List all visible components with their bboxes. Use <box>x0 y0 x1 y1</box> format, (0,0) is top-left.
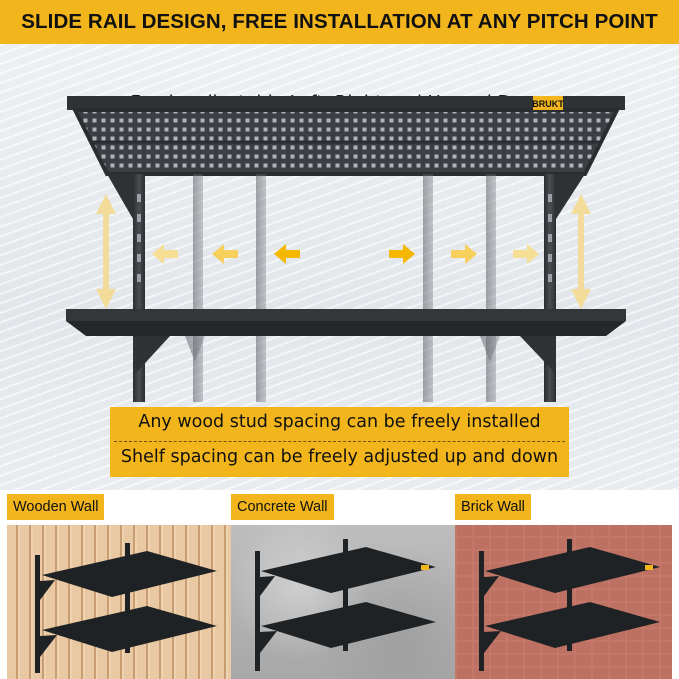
wooden-wall-photo <box>7 525 231 679</box>
panel-wooden-wall: Wooden Wall <box>7 494 231 679</box>
ghost-posts <box>193 174 496 402</box>
arrow-left-icon <box>152 244 178 264</box>
concrete-wall-photo <box>231 525 455 679</box>
arrow-left-icon <box>274 244 300 264</box>
arrow-right-icon <box>389 244 415 264</box>
brick-wall-photo <box>455 525 672 679</box>
header-banner: SLIDE RAIL DESIGN, FREE INSTALLATION AT … <box>0 0 679 44</box>
panel-label: Brick Wall <box>455 494 531 520</box>
info-divider <box>114 441 565 442</box>
brand-label: BRUKT <box>532 99 564 109</box>
panel-label: Wooden Wall <box>7 494 105 520</box>
arrow-right-icon <box>513 244 539 264</box>
arrow-right-icon <box>451 244 477 264</box>
info-box: Any wood stud spacing can be freely inst… <box>110 407 569 477</box>
panel-label: Concrete Wall <box>231 494 334 520</box>
panel-brick-wall: Brick Wall <box>455 494 672 679</box>
bottom-shelf <box>66 309 626 374</box>
info-line-shelf-spacing: Shelf spacing can be freely adjusted up … <box>120 447 559 467</box>
wall-posts <box>107 174 585 402</box>
top-shelf: BRUKT <box>67 96 625 176</box>
up-down-arrow-left-icon <box>96 194 116 309</box>
panel-concrete-wall: Concrete Wall <box>231 494 455 679</box>
header-title: SLIDE RAIL DESIGN, FREE INSTALLATION AT … <box>21 10 658 33</box>
info-line-stud-spacing: Any wood stud spacing can be freely inst… <box>138 412 541 432</box>
up-down-arrow-right-icon <box>571 194 591 309</box>
shelf-illustration: BRUKT <box>66 96 626 402</box>
arrows <box>96 194 591 309</box>
arrow-left-icon <box>212 244 238 264</box>
